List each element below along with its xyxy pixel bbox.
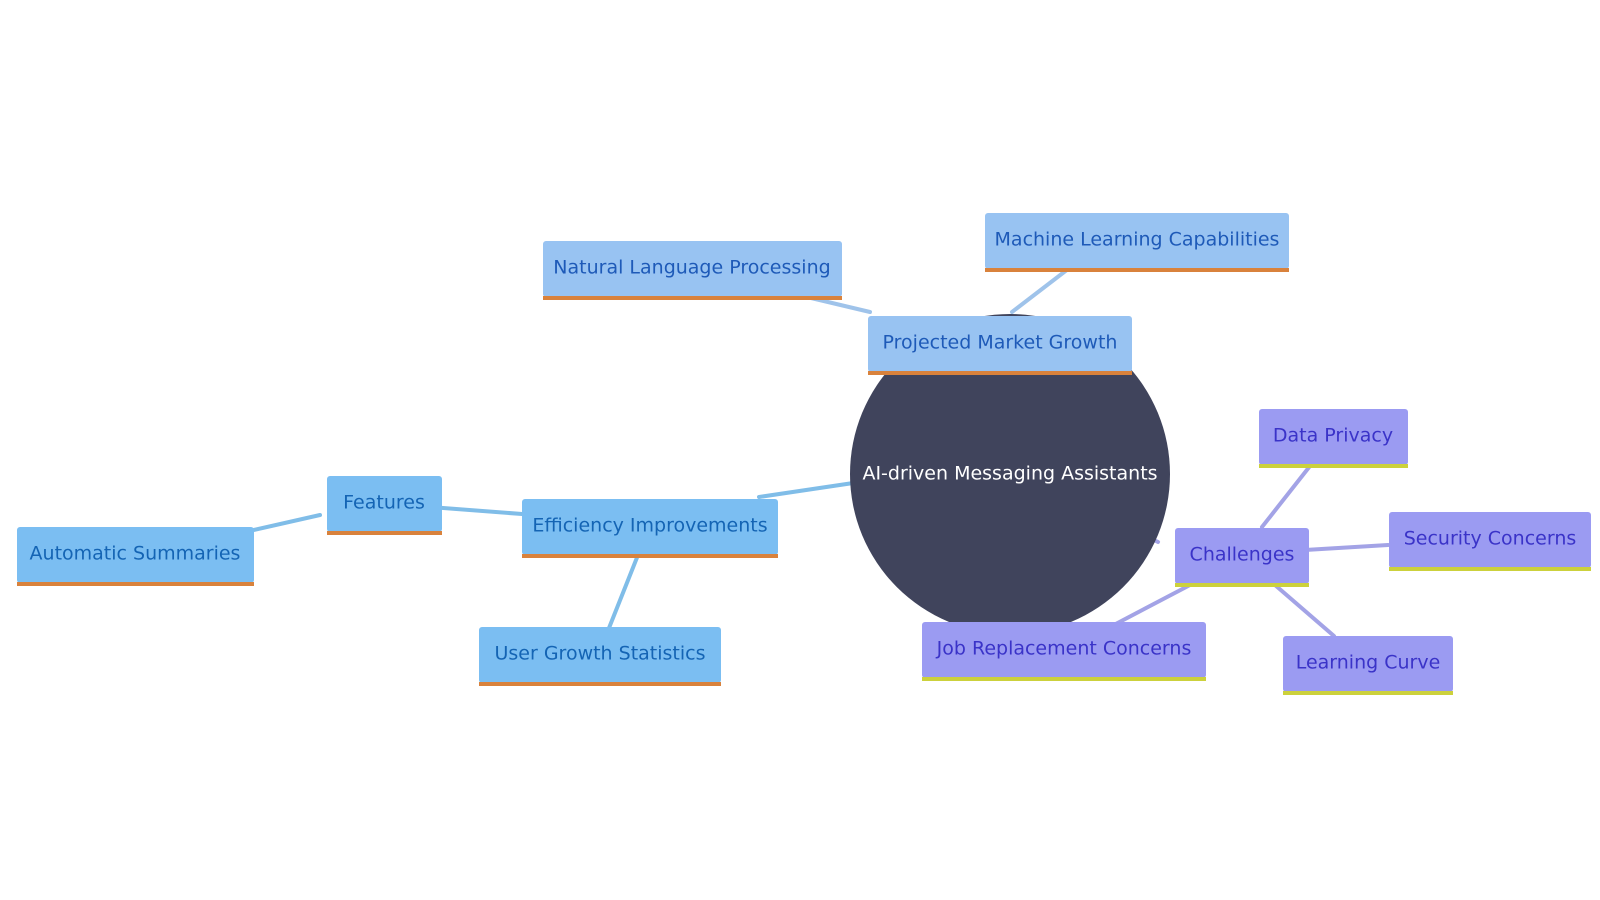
node-features-label: Features (343, 492, 425, 514)
node-challenges-label: Challenges (1190, 544, 1295, 566)
node-security-concerns-label: Security Concerns (1404, 528, 1577, 550)
node-learning-curve[interactable]: Learning Curve (1283, 636, 1453, 695)
edge-challenges-security-concerns (1303, 543, 1390, 552)
node-job-replacement-concerns-label: Job Replacement Concerns (936, 638, 1192, 660)
edge-center-efficiency-improvements (757, 480, 862, 499)
node-data-privacy-box (1259, 409, 1408, 465)
node-user-growth-statistics[interactable]: User Growth Statistics (479, 627, 721, 686)
node-features-box (327, 476, 442, 532)
node-natural-language-processing-label: Natural Language Processing (553, 257, 830, 279)
node-efficiency-improvements-box (522, 499, 778, 555)
central-topic-node[interactable]: AI-driven Messaging Assistants (850, 314, 1170, 634)
central-topic-label: AI-driven Messaging Assistants (862, 463, 1157, 485)
edge-efficiency-improvements-user-growth-statistics (607, 553, 640, 630)
node-automatic-summaries-label: Automatic Summaries (30, 543, 241, 565)
node-automatic-summaries[interactable]: Automatic Summaries (17, 527, 254, 586)
edge-challenges-data-privacy (1260, 464, 1312, 529)
node-challenges-box (1175, 528, 1309, 584)
node-projected-market-growth-label: Projected Market Growth (883, 332, 1118, 354)
node-learning-curve-box (1283, 636, 1453, 692)
node-efficiency-improvements[interactable]: Efficiency Improvements (522, 499, 778, 558)
node-data-privacy-label: Data Privacy (1273, 425, 1393, 447)
edge-features-automatic-summaries (243, 513, 322, 534)
nodes: Projected Market Growth Natural Language… (17, 213, 1591, 695)
node-user-growth-statistics-label: User Growth Statistics (494, 643, 705, 665)
node-data-privacy[interactable]: Data Privacy (1259, 409, 1408, 468)
node-efficiency-improvements-label: Efficiency Improvements (532, 515, 767, 537)
edge-challenges-job-replacement-concerns (1108, 583, 1192, 629)
node-features[interactable]: Features (327, 476, 442, 535)
node-automatic-summaries-box (17, 527, 254, 583)
central-topic-circle (850, 314, 1170, 634)
node-projected-market-growth[interactable]: Projected Market Growth (868, 316, 1132, 375)
node-machine-learning-capabilities[interactable]: Machine Learning Capabilities (985, 213, 1289, 272)
edge-challenges-learning-curve (1273, 583, 1336, 638)
node-machine-learning-capabilities-label: Machine Learning Capabilities (995, 229, 1280, 251)
node-security-concerns-box (1389, 512, 1591, 568)
node-projected-market-growth-box (868, 316, 1132, 372)
node-security-concerns[interactable]: Security Concerns (1389, 512, 1591, 571)
node-job-replacement-concerns-box (922, 622, 1206, 678)
node-natural-language-processing-box (543, 241, 842, 297)
node-natural-language-processing[interactable]: Natural Language Processing (543, 241, 842, 300)
node-user-growth-statistics-box (479, 627, 721, 683)
node-learning-curve-label: Learning Curve (1296, 652, 1441, 674)
edge-projected-market-growth-machine-learning-capabilities (1010, 264, 1074, 314)
edges (243, 264, 1390, 638)
node-job-replacement-concerns[interactable]: Job Replacement Concerns (922, 622, 1206, 681)
edge-efficiency-improvements-features (428, 505, 524, 516)
node-machine-learning-capabilities-box (985, 213, 1289, 269)
node-challenges[interactable]: Challenges (1175, 528, 1309, 587)
